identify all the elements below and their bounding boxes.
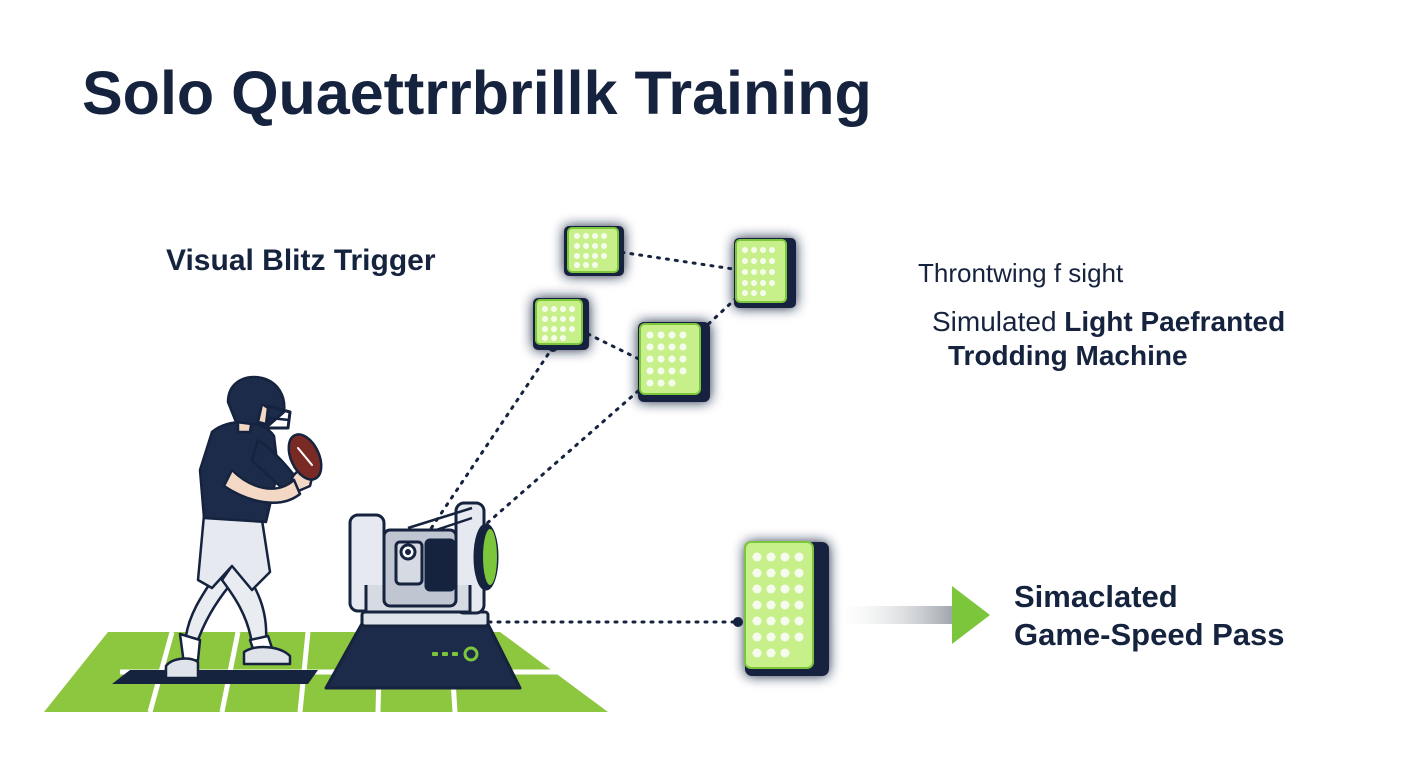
game-speed-pass-line2: Game-Speed Pass (1014, 617, 1285, 652)
pass-direction-arrow (830, 586, 990, 644)
simulated-light-bold: Light Paefranted (1064, 306, 1286, 337)
game-speed-pass-label: Simaclated Game-Speed Pass (1014, 578, 1285, 654)
trajectory-lines (428, 249, 747, 624)
page-title: Solo Quaettrrbrillk Training (82, 59, 872, 127)
visual-blitz-trigger-label: Visual Blitz Trigger (166, 244, 436, 277)
game-speed-pass-line1: Simaclated (1014, 579, 1178, 614)
quarterback-figure (164, 375, 323, 680)
field-turf (44, 631, 608, 713)
throwing-sight-label: Throntwing f sight (918, 258, 1124, 288)
led-target-panel-4 (638, 322, 710, 402)
led-target-panel-1 (564, 226, 624, 276)
led-target-panel-2 (734, 238, 796, 308)
trodding-machine-label: Trodding Machine (948, 340, 1188, 371)
led-target-panel-3 (533, 298, 589, 350)
throwing-machine (324, 501, 522, 690)
simulated-light-prefix: Simulated (932, 306, 1057, 337)
led-target-panel-5 (744, 541, 829, 676)
simulated-light-label: Simulated Light Paefranted Trodding Mach… (932, 305, 1285, 373)
